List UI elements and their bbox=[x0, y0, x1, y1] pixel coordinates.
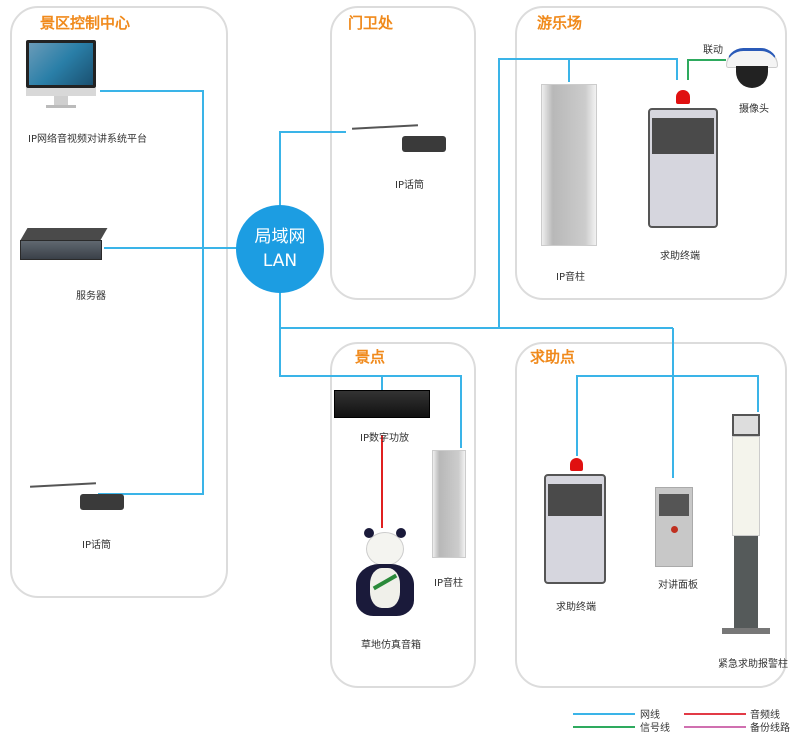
server-icon bbox=[20, 228, 108, 266]
lan-hub: 局域网 LAN bbox=[236, 205, 324, 293]
legend-line-audio bbox=[684, 713, 746, 715]
legend-label-audio: 音频线 bbox=[750, 710, 780, 721]
help-terminal-point-icon bbox=[544, 458, 608, 586]
alarm-pillar-icon bbox=[718, 414, 774, 646]
label-platform: IP网络音视频对讲系统平台 bbox=[28, 134, 147, 145]
zone-guard bbox=[330, 6, 476, 300]
label-mic-guard: IP话筒 bbox=[395, 180, 424, 191]
lan-label-cn: 局域网 bbox=[254, 227, 306, 247]
zone-title-playground: 游乐场 bbox=[537, 14, 583, 32]
column-speaker-icon bbox=[541, 84, 597, 246]
legend-label-signal: 信号线 bbox=[640, 723, 670, 734]
legend-line-signal bbox=[573, 726, 635, 728]
label-help-terminal-playground: 求助终端 bbox=[660, 251, 700, 262]
lan-label-en: LAN bbox=[262, 251, 298, 271]
label-mic-center: IP话筒 bbox=[82, 540, 111, 551]
help-terminal-icon bbox=[648, 90, 720, 232]
mic-guard-icon bbox=[350, 122, 450, 158]
legend-label-network: 网线 bbox=[640, 710, 660, 721]
label-intercom-panel: 对讲面板 bbox=[658, 580, 698, 591]
computer-icon bbox=[26, 40, 100, 110]
label-amplifier: IP数字功放 bbox=[360, 433, 409, 444]
label-server: 服务器 bbox=[76, 291, 106, 302]
panda-speaker-icon bbox=[350, 528, 420, 620]
zone-title-help-point: 求助点 bbox=[530, 348, 576, 366]
legend-label-backup: 备份线路 bbox=[750, 723, 790, 734]
intercom-panel-icon bbox=[655, 487, 693, 567]
camera-icon bbox=[726, 48, 778, 92]
label-panda-speaker: 草地仿真音箱 bbox=[361, 640, 421, 651]
amplifier-icon bbox=[334, 390, 430, 418]
label-help-terminal-point: 求助终端 bbox=[556, 602, 596, 613]
legend-line-backup bbox=[684, 726, 746, 728]
zone-title-control-center: 景区控制中心 bbox=[40, 14, 131, 32]
legend-line-network bbox=[573, 713, 635, 715]
label-camera: 摄像头 bbox=[739, 104, 769, 115]
zone-title-scenic: 景点 bbox=[355, 348, 386, 366]
label-column-scenic: IP音柱 bbox=[434, 578, 463, 589]
column-speaker-scenic-icon bbox=[432, 450, 466, 558]
label-column-playground: IP音柱 bbox=[556, 272, 585, 283]
zone-title-guard: 门卫处 bbox=[348, 14, 394, 32]
mic-center-icon bbox=[28, 480, 128, 516]
label-linkage: 联动 bbox=[703, 45, 723, 56]
label-alarm-pillar: 紧急求助报警柱 bbox=[718, 659, 788, 670]
